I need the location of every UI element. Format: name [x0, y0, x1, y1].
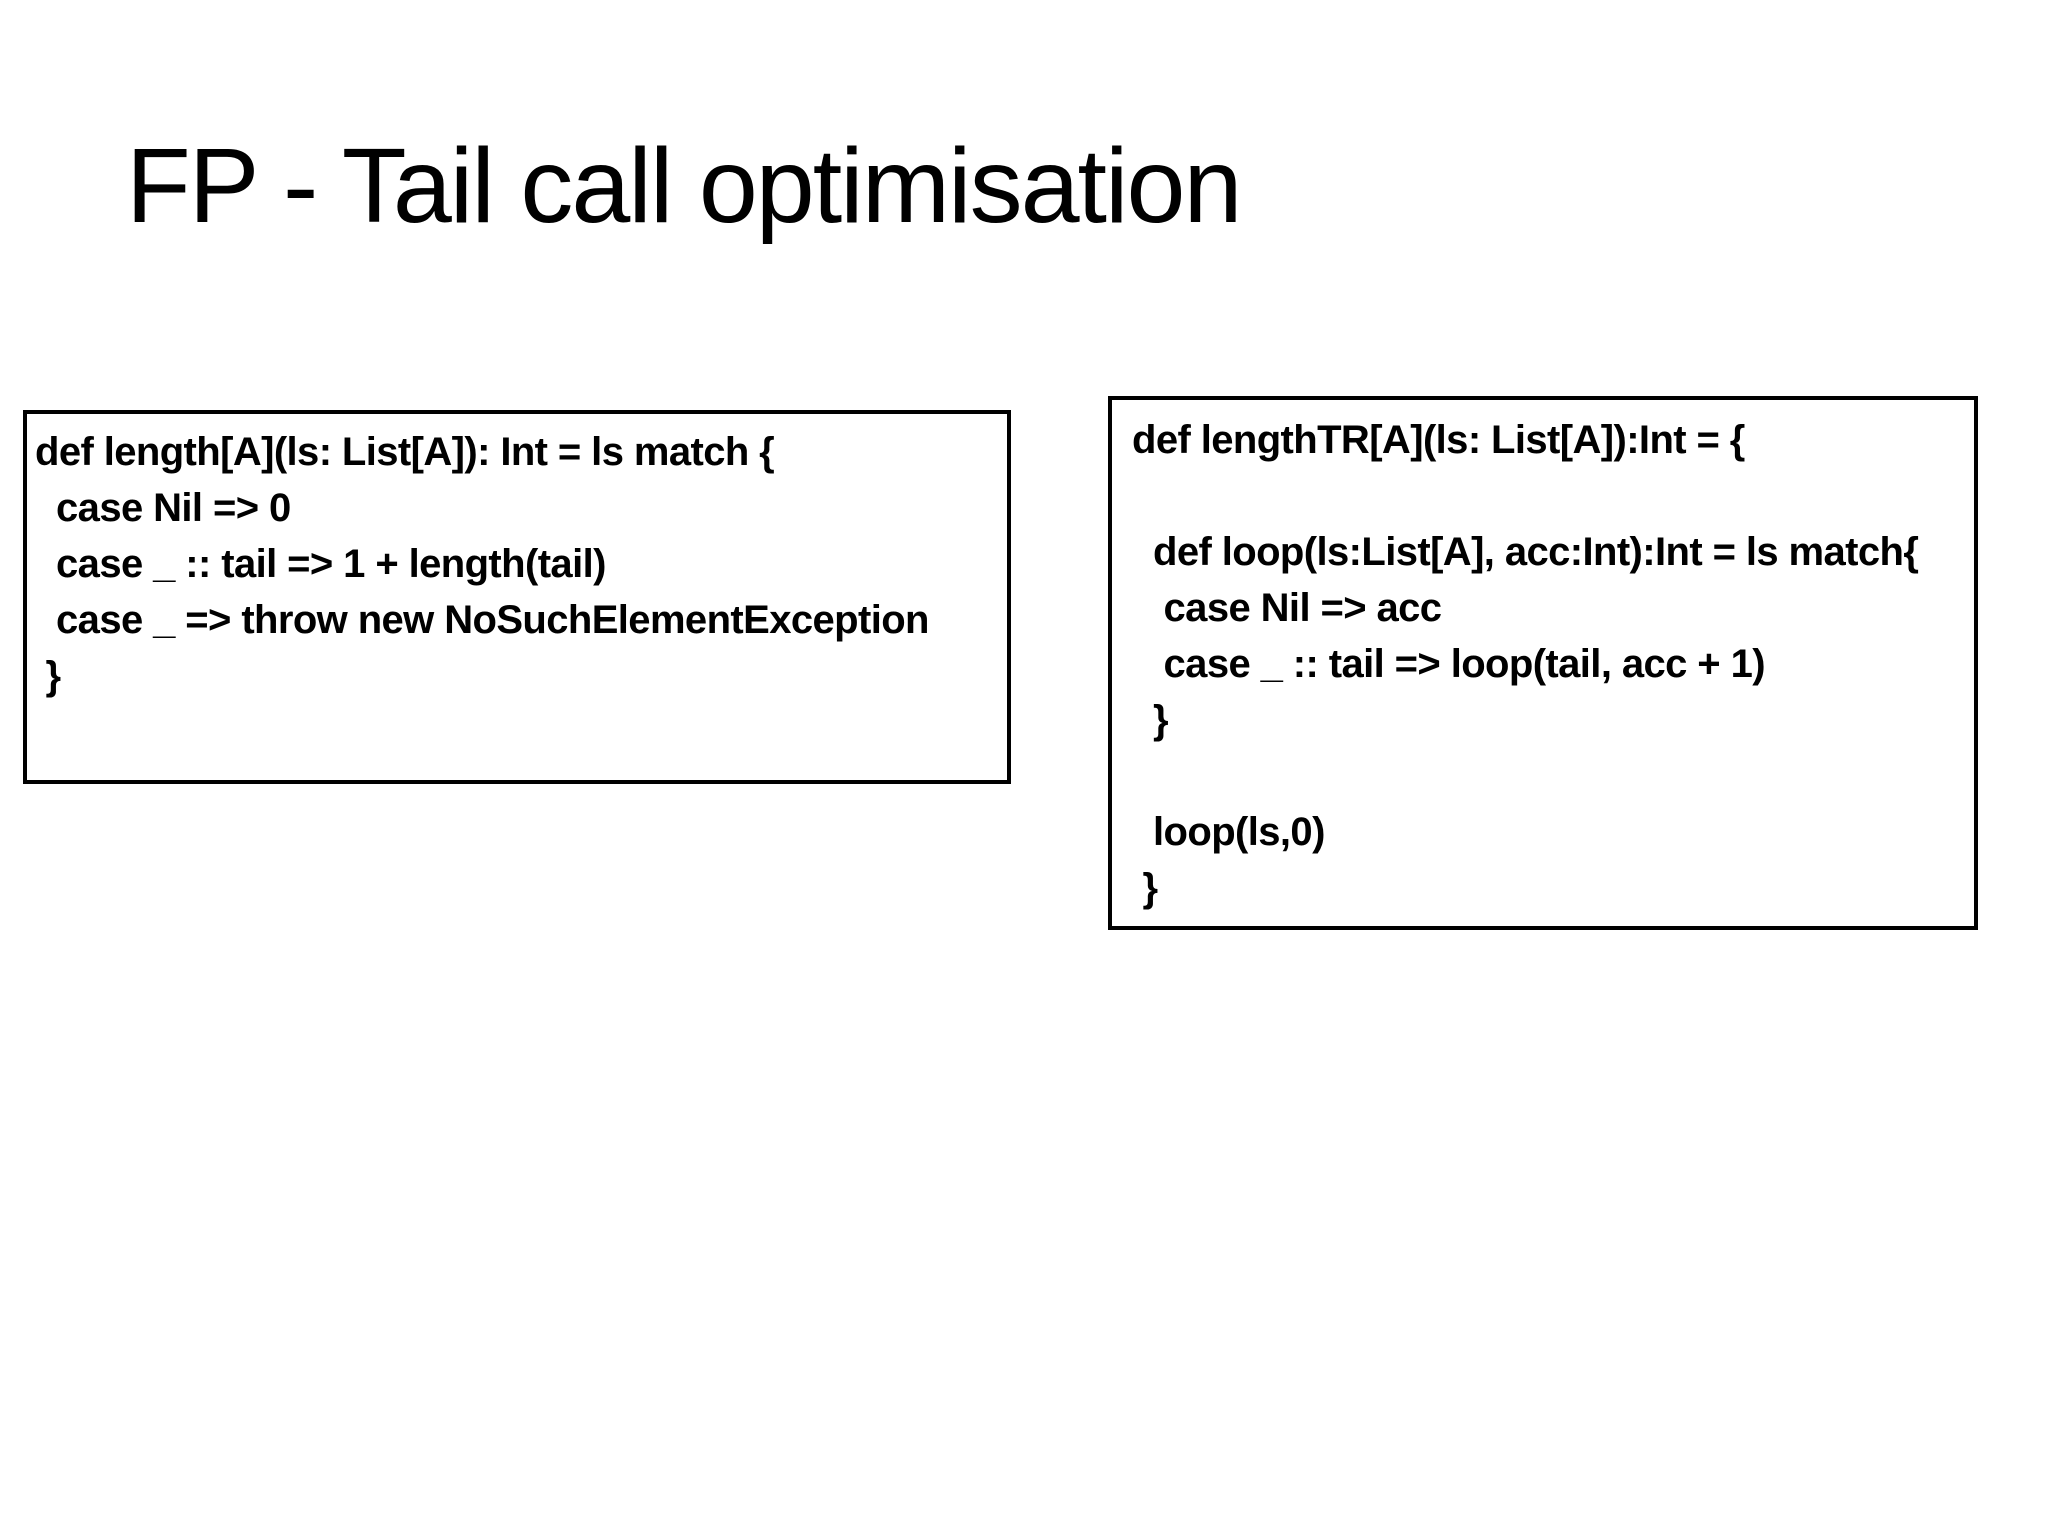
- code-box-tail-recursive-length: def lengthTR[A](ls: List[A]):Int = { def…: [1108, 396, 1978, 930]
- code-recursive-length: def length[A](ls: List[A]): Int = ls mat…: [35, 430, 929, 698]
- slide-title: FP - Tail call optimisation: [126, 127, 1242, 245]
- code-box-recursive-length: def length[A](ls: List[A]): Int = ls mat…: [23, 410, 1011, 784]
- code-tail-recursive-length: def lengthTR[A](ls: List[A]):Int = { def…: [1132, 418, 1919, 910]
